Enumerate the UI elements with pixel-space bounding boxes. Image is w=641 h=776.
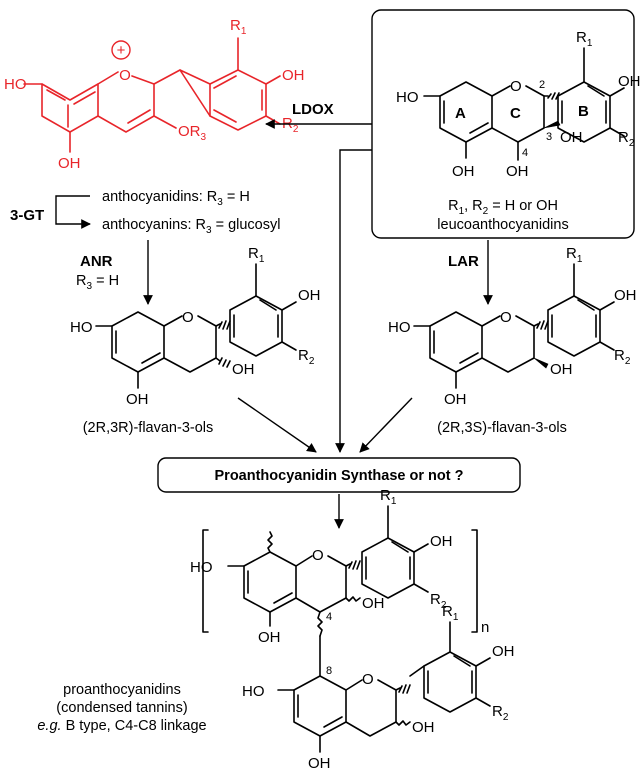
position-4-link-label: 4 bbox=[326, 611, 332, 623]
synthase-label: Proanthocyanidin Synthase or not ? bbox=[215, 468, 464, 484]
flavanol-2r3r-structure: HO O OH OH R1 OH R2 bbox=[70, 245, 321, 408]
poly-u-r2: R2 bbox=[430, 591, 447, 611]
polymer-caption-linkage: e.g. B type, C4-C8 linkage bbox=[37, 718, 206, 734]
leucoanthocyanidin-structure: HO O A C B 2 3 4 OH OH OH R1 OH R2 bbox=[396, 29, 641, 180]
oh-bottom-label: OH bbox=[58, 155, 81, 172]
flavanol-r-o: O bbox=[500, 309, 512, 326]
anr-condition: R3 = H bbox=[76, 273, 119, 292]
proanthocyanidin-structure: n HO O OH OH 4 R1 OH R2 HO O 8 bbox=[190, 487, 515, 772]
flavanol-2r3s-structure: HO O OH OH R1 OH R2 bbox=[388, 245, 637, 408]
position-4-label: 4 bbox=[522, 147, 528, 159]
ring-a-label: A bbox=[455, 105, 466, 122]
poly-u-oh4p: OH bbox=[430, 533, 453, 550]
flavanol-r-ho: HO bbox=[388, 319, 411, 336]
flavanol-l-oh5: OH bbox=[126, 391, 149, 408]
poly-u-o: O bbox=[312, 547, 324, 564]
charge-label: + bbox=[117, 42, 126, 59]
flavanol-r-oh4p: OH bbox=[614, 287, 637, 304]
ring-c-label: C bbox=[510, 105, 521, 122]
repeat-n-label: n bbox=[481, 619, 489, 636]
flavanol-2r3s-caption: (2R,3S)-flavan-3-ols bbox=[437, 420, 567, 436]
gt-line-anthocyanins: anthocyanins: R3 = glucosyl bbox=[102, 217, 280, 236]
leuco-o-label: O bbox=[510, 78, 522, 95]
or3-label: OR3 bbox=[178, 123, 207, 143]
poly-u-ho: HO bbox=[190, 559, 213, 576]
poly-l-r1: R1 bbox=[442, 603, 459, 623]
flavanol-r-oh3: OH bbox=[550, 361, 573, 378]
polymer-caption-name: proanthocyanidins bbox=[63, 682, 181, 698]
position-2-label: 2 bbox=[539, 79, 545, 91]
position-8-link-label: 8 bbox=[326, 665, 332, 677]
poly-l-oh5: OH bbox=[308, 755, 331, 772]
flavanol-2r3r-caption: (2R,3R)-flavan-3-ols bbox=[83, 420, 214, 436]
flavanol-l-r2: R2 bbox=[298, 347, 315, 367]
synthase-box bbox=[157, 457, 521, 493]
flavanol-l-oh4p: OH bbox=[298, 287, 321, 304]
positive-charge-icon bbox=[111, 40, 131, 60]
right-converge-arrow bbox=[359, 397, 413, 453]
leuco-oh4-label: OH bbox=[506, 163, 529, 180]
leuco-r2-label: R2 bbox=[618, 129, 635, 149]
gt-label: 3-GT bbox=[10, 207, 44, 224]
poly-l-ho: HO bbox=[242, 683, 265, 700]
oh-label: OH bbox=[282, 67, 305, 84]
leuco-oh5-label: OH bbox=[452, 163, 475, 180]
poly-u-oh5: OH bbox=[258, 629, 281, 646]
ring-oxygen-label: O bbox=[119, 67, 131, 84]
flavanol-l-o: O bbox=[182, 309, 194, 326]
r2-label: R2 bbox=[282, 115, 299, 135]
poly-l-r2: R2 bbox=[492, 703, 509, 723]
r1-label: R1 bbox=[230, 17, 247, 37]
ho-label: HO bbox=[4, 76, 27, 93]
leuco-ho-label: HO bbox=[396, 89, 419, 106]
ring-b-label: B bbox=[578, 103, 589, 120]
leuco-r1-label: R1 bbox=[576, 29, 593, 49]
right-bracket bbox=[471, 529, 478, 633]
left-converge-arrow bbox=[237, 397, 317, 453]
poly-u-oh3: OH bbox=[362, 595, 385, 612]
gt-arrow bbox=[55, 195, 91, 229]
flavanol-r-r2: R2 bbox=[614, 347, 631, 367]
flavanol-l-oh3: OH bbox=[232, 361, 255, 378]
poly-l-o: O bbox=[362, 671, 374, 688]
anr-label: ANR bbox=[80, 253, 113, 270]
leuco-oh3-label: OH bbox=[560, 129, 583, 146]
ldox-label: LDOX bbox=[292, 101, 334, 118]
flavanol-l-ho: HO bbox=[70, 319, 93, 336]
poly-u-r1: R1 bbox=[380, 487, 397, 507]
position-3-label: 3 bbox=[546, 131, 552, 143]
lar-label: LAR bbox=[448, 253, 479, 270]
leuco-oh4p-label: OH bbox=[618, 73, 641, 90]
poly-l-oh3: OH bbox=[412, 719, 435, 736]
leuco-caption-substituents: R1, R2 = H or OH bbox=[448, 198, 558, 217]
flavanol-r-r1: R1 bbox=[566, 245, 583, 265]
leuco-caption-name: leucoanthocyanidins bbox=[437, 217, 568, 233]
polymer-caption-tannins: (condensed tannins) bbox=[56, 700, 187, 716]
poly-l-oh4p: OH bbox=[492, 643, 515, 660]
anthocyanidin-structure: + O R1 OH R2 OR3 HO OH bbox=[4, 17, 305, 172]
flavanol-r-oh5: OH bbox=[444, 391, 467, 408]
gt-line-anthocyanidins: anthocyanidins: R3 = H bbox=[102, 189, 250, 208]
leuco-direct-arrow bbox=[335, 149, 372, 453]
left-bracket bbox=[202, 529, 209, 633]
flavanol-l-r1: R1 bbox=[248, 245, 265, 265]
